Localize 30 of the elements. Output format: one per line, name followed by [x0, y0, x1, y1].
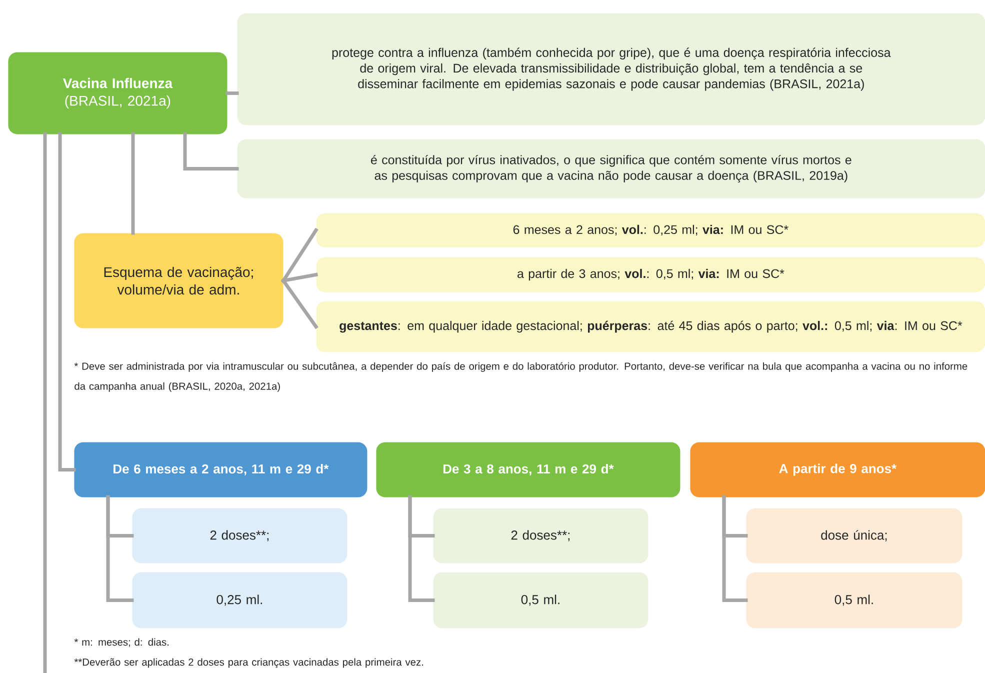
- dose-info-box: 6 meses a 2 anos; vol.: 0,25 ml; via: IM ou SC*: [316, 213, 985, 248]
- connector-line: [282, 272, 318, 282]
- connector-line: [408, 495, 435, 602]
- description-box: protege contra a influenza (também conhecida por gripe), que é uma doença respiratória infecciosa de origem viral. De elevada transmissibilidade e distribuição global, tem a tendência a se disseminar facilmente em epidemias sazonais e pode causar pandemias (BRASIL, 2021a): [237, 13, 985, 126]
- age-group-header: De 3 a 8 anos, 11 m e 29 d*: [376, 442, 680, 498]
- dose-box: 0,5 ml.: [746, 572, 962, 628]
- connector-line: [282, 278, 318, 328]
- dose-info-box: a partir de 3 anos; vol.: 0,5 ml; via: IM ou SC*: [316, 257, 985, 292]
- topic-box: Vacina Influenza (BRASIL, 2021a): [8, 52, 228, 134]
- dose-info-box: gestantes: em qualquer idade gestacional; puérperas: até 45 dias após o parto; vol.: 0,5 ml; via: IM ou SC*: [316, 301, 985, 352]
- footnote: * m: meses; d: dias.: [74, 638, 168, 647]
- connector-line: [43, 132, 47, 673]
- dose-box: 0,25 ml.: [132, 572, 348, 628]
- connector-line: [106, 495, 134, 602]
- age-group-header: A partir de 9 anos*: [690, 442, 985, 498]
- footnote: **Deverão ser aplicadas 2 doses para crianças vacinadas pela primeira vez.: [74, 658, 423, 668]
- age-group-header: De 6 meses a 2 anos, 11 m e 29 d*: [74, 442, 368, 498]
- dose-box: 0,5 ml.: [433, 572, 648, 628]
- description-box: é constituída por vírus inativados, o que significa que contém somente vírus mortos e as pesquisas comprovam que a vacina não pode causar a doença (BRASIL, 2019a): [237, 139, 985, 198]
- dose-box: 2 doses**;: [433, 508, 648, 564]
- connector-line: [722, 495, 748, 602]
- connector-line: [282, 228, 318, 282]
- dose-box: 2 doses**;: [132, 508, 348, 564]
- connector-line: [226, 91, 239, 95]
- connector-line: [131, 132, 135, 235]
- dose-box: dose única;: [746, 508, 962, 564]
- connector-line: [183, 132, 239, 170]
- connector-line: [58, 132, 76, 472]
- footnote: * Deve ser administrada por via intramuscular ou subcutânea, a depender do país de origem e do laboratório produtor. Portanto, deve-se verificar na bula que acompanha a vacina ou no informe da campanha anual (BRASIL, 2020a, 2021a): [74, 362, 968, 392]
- scheme-box: Esquema de vacinação; volume/via de adm.: [74, 233, 284, 328]
